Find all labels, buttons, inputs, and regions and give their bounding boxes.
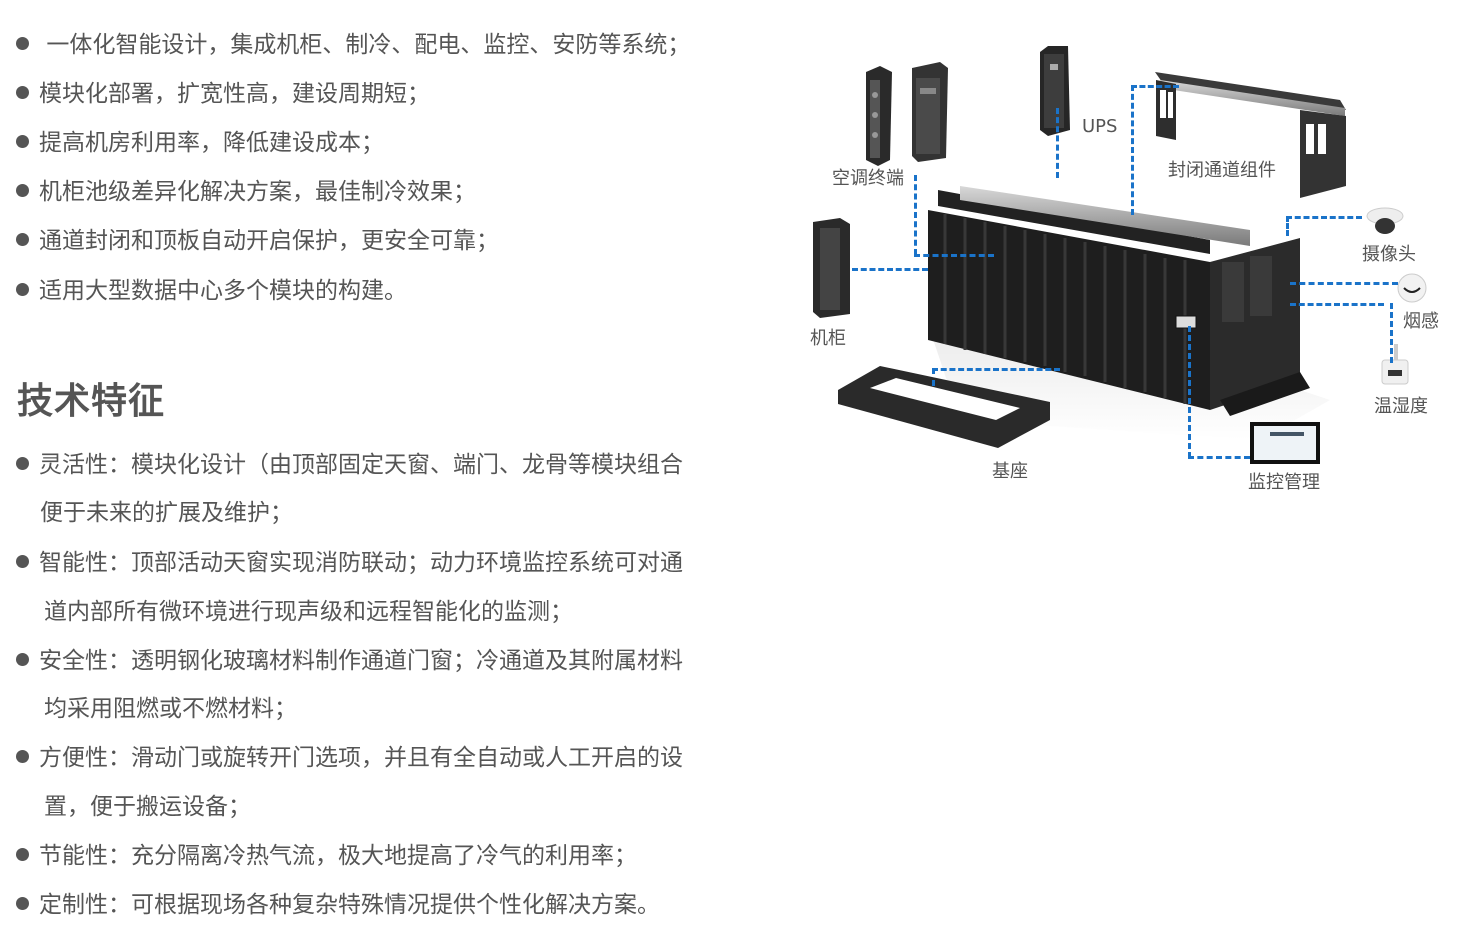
label-ups: UPS [1082, 116, 1118, 137]
label-rack: 机柜 [810, 328, 846, 349]
label-smoke-detector: 烟感 [1403, 311, 1439, 332]
connector-line [1390, 303, 1393, 363]
connector-line [1131, 85, 1179, 88]
connector-line [1286, 216, 1362, 219]
bullet-icon [16, 86, 29, 99]
connector-line [1286, 216, 1289, 236]
connector-line [1131, 85, 1134, 215]
intro-item: 一体化智能设计，集成机柜、制冷、配电、监控、安防等系统； [16, 30, 690, 60]
bullet-icon [16, 653, 29, 666]
base-frame-icon [838, 366, 1050, 448]
bullet-icon [16, 750, 29, 763]
label-camera: 摄像头 [1362, 244, 1416, 265]
aisle-frame-icon [1155, 72, 1346, 198]
bullet-icon [16, 283, 29, 296]
label-monitoring: 监控管理 [1248, 472, 1320, 493]
feature-item-continuation: 道内部所有微环境进行现声级和远程智能化的监测； [44, 599, 573, 625]
bullet-icon [16, 233, 29, 246]
section-title: 技术特征 [17, 381, 166, 422]
feature-item: 安全性：透明钢化玻璃材料制作通道门窗；冷通道及其附属材料 [16, 646, 738, 676]
temperature-sensor-icon [1381, 344, 1409, 385]
bullet-icon [16, 848, 29, 861]
intro-item: 机柜池级差异化解决方案，最佳制冷效果； [16, 177, 476, 207]
system-diagram: 空调终端 UPS 封闭通道组件 机柜 摄像头 烟感 温湿度 基座 监控管理 [800, 30, 1476, 510]
label-ac-unit: 空调终端 [832, 168, 904, 189]
ac-unit-icon [866, 62, 948, 166]
intro-item: 模块化部署，扩宽性高，建设周期短； [16, 79, 430, 109]
intro-item: 适用大型数据中心多个模块的构建。 [16, 276, 407, 306]
bullet-icon [16, 135, 29, 148]
connector-line [1188, 456, 1250, 459]
feature-item: 定制性：可根据现场各种复杂特殊情况提供个性化解决方案。 [16, 890, 660, 920]
connector-line [914, 175, 917, 255]
intro-item: 通道封闭和顶板自动开启保护，更安全可靠； [16, 226, 499, 256]
micro-module-icon [928, 186, 1310, 416]
connector-line [914, 254, 994, 257]
feature-item-continuation: 置，便于搬运设备； [44, 794, 251, 820]
connector-line [932, 368, 1060, 371]
bullet-icon [16, 37, 29, 50]
label-aisle-components: 封闭通道组件 [1168, 160, 1276, 181]
connector-line [1056, 108, 1059, 178]
label-temp-humidity: 温湿度 [1374, 396, 1428, 417]
camera-icon [1366, 207, 1404, 234]
label-base: 基座 [992, 461, 1028, 482]
connector-line [932, 368, 935, 386]
bullet-icon [16, 457, 29, 470]
feature-item: 节能性：充分隔离冷热气流，极大地提高了冷气的利用率； [16, 841, 637, 871]
connector-line [1290, 282, 1398, 285]
diagram-illustration [813, 46, 1427, 464]
bullet-icon [16, 897, 29, 910]
feature-item-continuation: 便于未来的扩展及维护； [40, 500, 293, 526]
bullet-icon [16, 555, 29, 568]
ups-icon [1040, 46, 1070, 136]
connector-line [1290, 303, 1384, 306]
rack-icon [813, 218, 850, 318]
feature-item: 灵活性：模块化设计（由顶部固定天窗、端门、龙骨等模块组合 [16, 450, 728, 480]
feature-item: 方便性：滑动门或旋转开门选项，并且有全自动或人工开启的设 [16, 743, 738, 773]
smoke-detector-icon [1397, 273, 1427, 303]
monitor-screen-icon [1250, 422, 1320, 464]
connector-line [852, 268, 928, 271]
feature-item: 智能性：顶部活动天窗实现消防联动；动力环境监控系统可对通 [16, 548, 728, 578]
connector-line [1188, 326, 1191, 458]
intro-item: 提高机房利用率，降低建设成本； [16, 128, 384, 158]
bullet-icon [16, 184, 29, 197]
feature-item-continuation: 均采用阻燃或不燃材料； [44, 696, 297, 722]
